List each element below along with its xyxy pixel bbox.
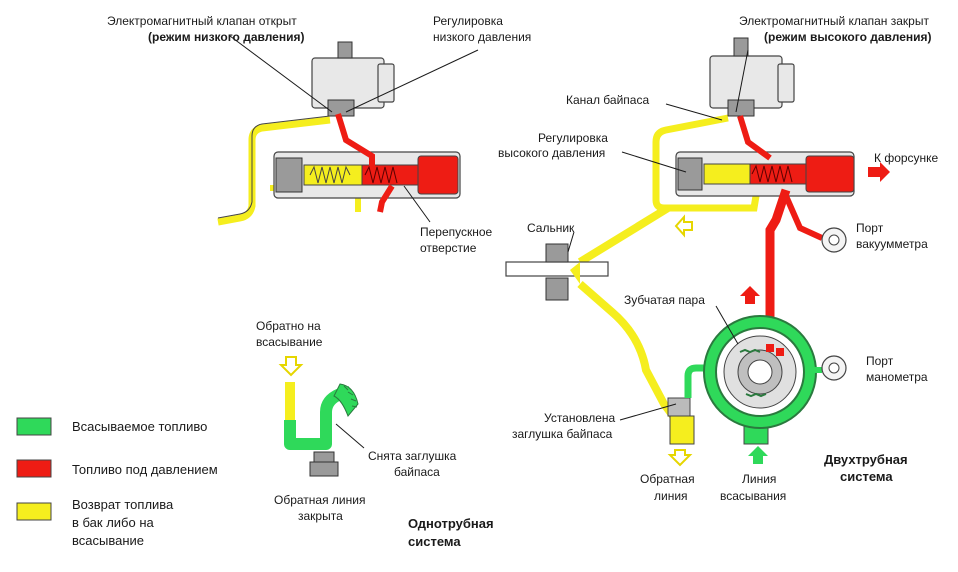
single-pipe-system-label: Однотрубная xyxy=(408,516,494,531)
right-solenoid-terminal xyxy=(733,37,749,57)
single-pipe-detail xyxy=(278,356,359,477)
low-adjust-label: Регулировка xyxy=(433,14,503,28)
return-flow-arrow-icon xyxy=(674,214,693,238)
left-regulator-spring-chamber xyxy=(303,164,363,186)
svg-text:заглушка байпаса: заглушка байпаса xyxy=(512,427,613,441)
return-line-label: Обратная xyxy=(640,472,695,486)
gear-pair-label: Зубчатая пара xyxy=(624,293,705,307)
return-closed-label: Обратная линия xyxy=(274,493,365,507)
pressure-up-arrow-icon xyxy=(740,286,760,304)
left-red-line xyxy=(335,113,375,166)
gauge-port-label: Порт xyxy=(866,354,894,368)
right-pressure-line xyxy=(765,188,791,320)
plug-installed-label: Установлена xyxy=(544,411,616,425)
legend-return-swatch xyxy=(16,502,52,521)
shaft-seal xyxy=(545,243,569,263)
svg-text:всасывание: всасывание xyxy=(72,533,144,548)
valve-open-label: Электромагнитный клапан открыт xyxy=(107,14,297,28)
left-solenoid-terminal xyxy=(337,41,353,59)
right-valve-assembly xyxy=(505,37,890,467)
svg-text:система: система xyxy=(408,534,461,549)
svg-text:всасывания: всасывания xyxy=(720,489,786,503)
legend-pressure-swatch xyxy=(16,459,52,478)
suction-line-label: Линия xyxy=(742,472,776,486)
svg-text:система: система xyxy=(840,469,893,484)
right-return-line xyxy=(577,280,680,423)
svg-text:байпаса: байпаса xyxy=(394,465,440,479)
return-to-suction-label: Обратно на xyxy=(256,319,321,333)
svg-text:низкого давления: низкого давления xyxy=(433,30,531,44)
legend-suction-swatch xyxy=(16,417,52,436)
high-pressure-mode-label: (режим высокого давления) xyxy=(764,30,932,44)
svg-text:закрыта: закрыта xyxy=(298,509,343,523)
left-valve-assembly xyxy=(217,41,461,226)
return-line-fitting xyxy=(669,415,695,445)
return-down-arrow-icon xyxy=(667,449,693,467)
svg-text:в бак либо на: в бак либо на xyxy=(72,515,155,530)
bypass-channel-label: Канал байпаса xyxy=(566,93,649,107)
suction-up-arrow-icon xyxy=(748,446,768,464)
bypass-hole-label: Перепускное xyxy=(420,225,493,239)
seal-label: Сальник xyxy=(527,221,575,235)
return-suction-arrow-icon xyxy=(278,356,304,377)
right-pressure-outlet xyxy=(805,155,855,193)
legend-pressure-label: Топливо под давлением xyxy=(72,462,218,477)
leader-lines xyxy=(229,35,749,449)
pump-shaft xyxy=(505,261,609,277)
two-pipe-system-label: Двухтрубная xyxy=(824,452,908,467)
vacuum-port-label: Порт xyxy=(856,221,884,235)
svg-text:вакуумметра: вакуумметра xyxy=(856,237,928,251)
legend: Всасываемое топливо Топливо под давление… xyxy=(16,417,218,548)
svg-text:линия: линия xyxy=(654,489,688,503)
labels: Электромагнитный клапан открыт (режим ни… xyxy=(107,14,939,549)
svg-text:отверстие: отверстие xyxy=(420,241,477,255)
left-pressure-outlet xyxy=(417,155,459,195)
valve-closed-label: Электромагнитный клапан закрыт xyxy=(739,14,929,28)
to-nozzle-label: К форсунке xyxy=(874,151,939,165)
legend-suction-label: Всасываемое топливо xyxy=(72,419,207,434)
legend-return-label: Возврат топлива xyxy=(72,497,174,512)
plug-removed-label: Снята заглушка xyxy=(368,449,457,463)
svg-text:манометра: манометра xyxy=(866,370,928,384)
closed-return-plug xyxy=(313,451,335,463)
svg-text:высокого давления: высокого давления xyxy=(498,146,605,160)
to-nozzle-arrow-icon xyxy=(868,162,890,182)
low-pressure-mode-label: (режим низкого давления) xyxy=(148,30,304,44)
high-adjust-label: Регулировка xyxy=(538,131,608,145)
svg-text:всасывание: всасывание xyxy=(256,335,323,349)
